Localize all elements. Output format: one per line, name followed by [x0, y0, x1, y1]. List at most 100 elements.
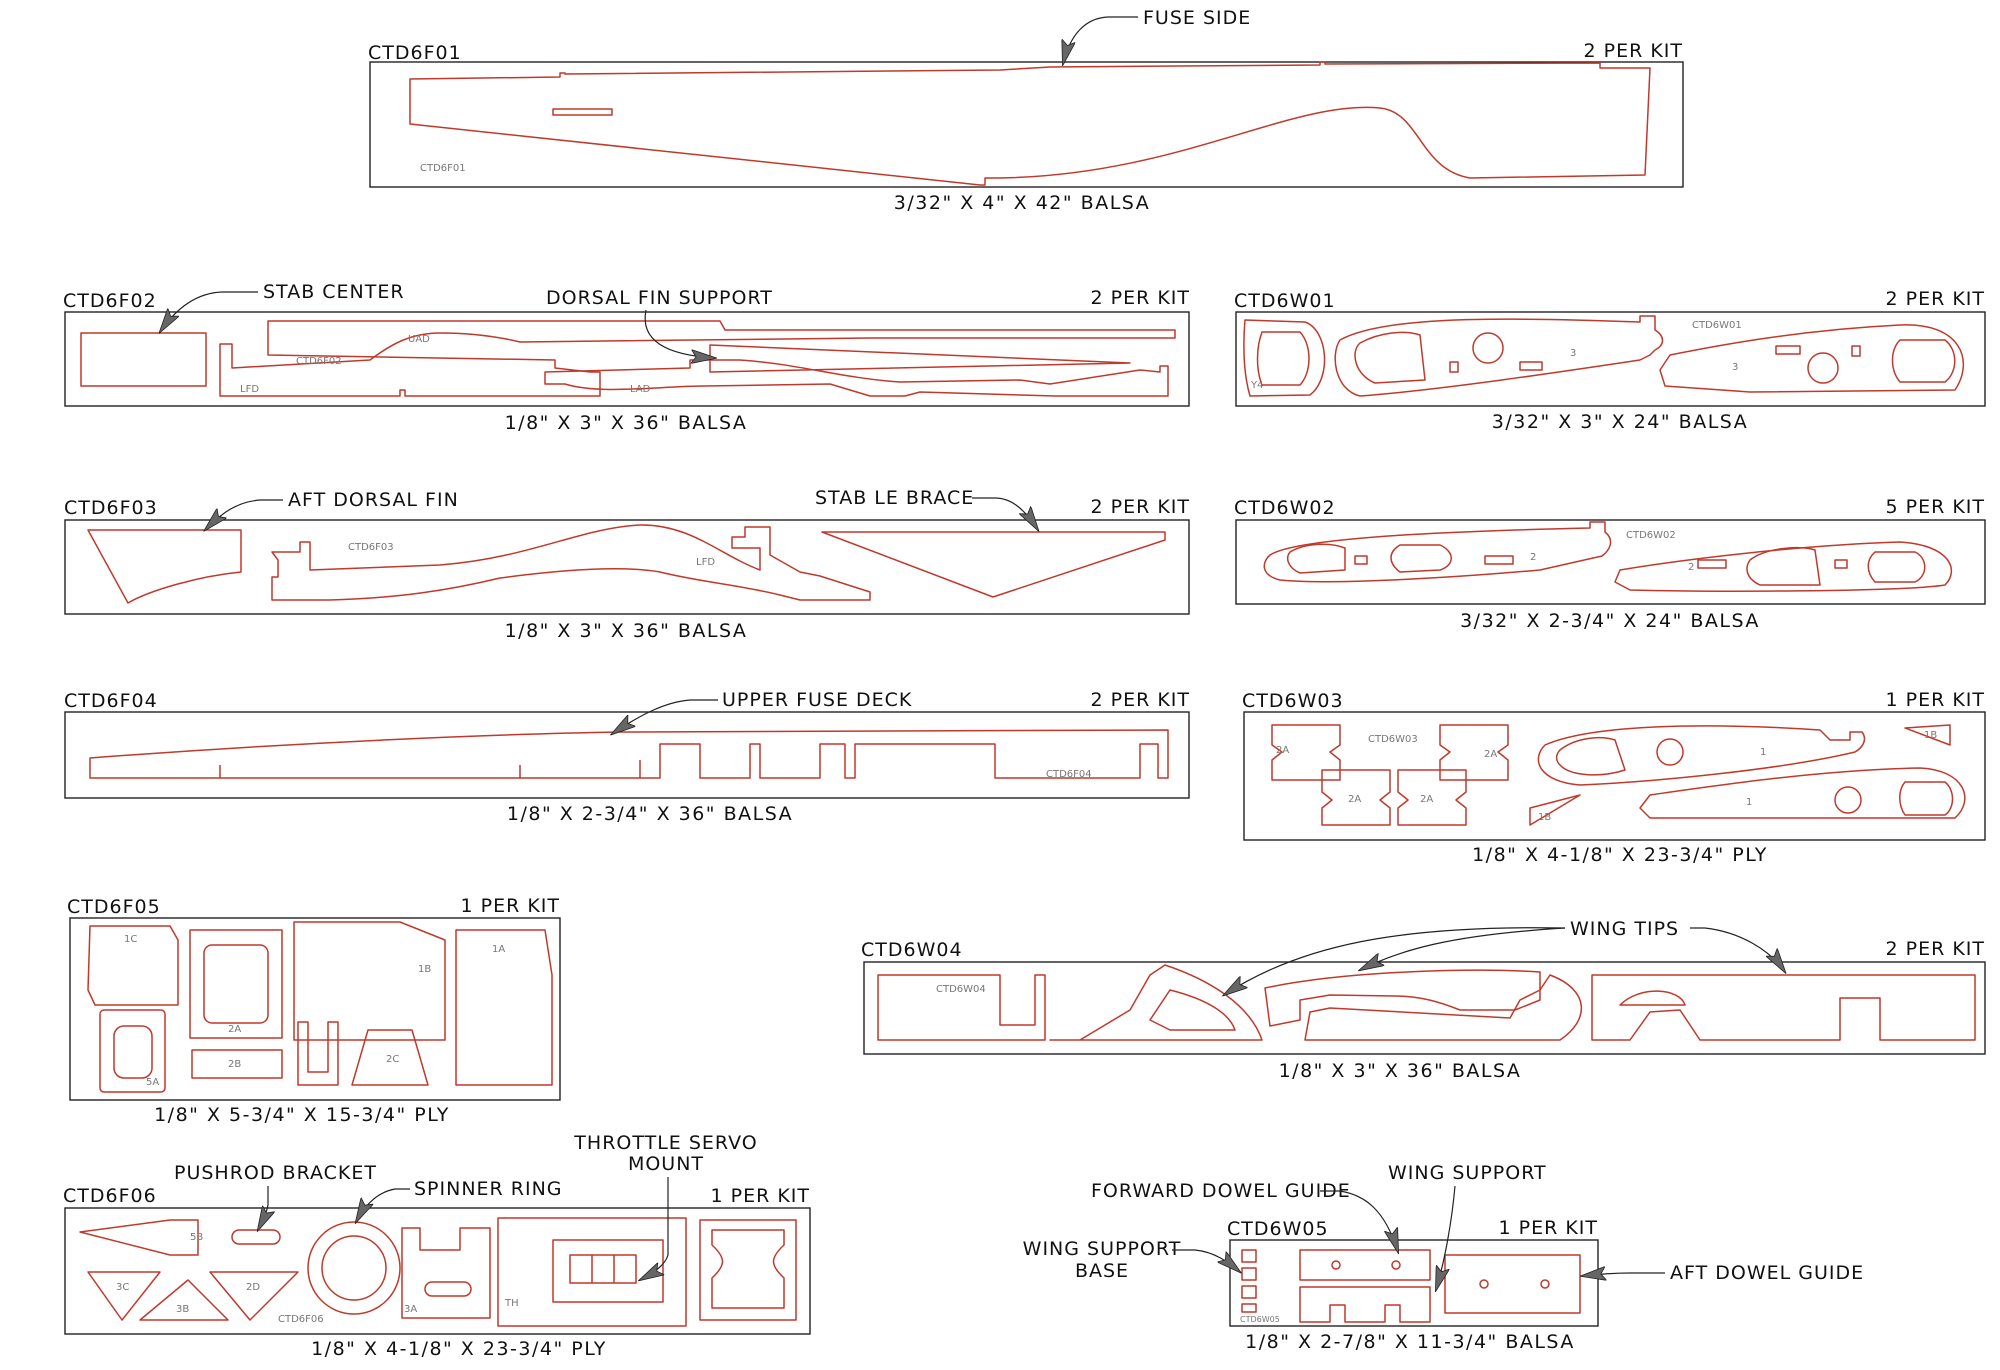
dowel-hole	[1540, 1279, 1550, 1289]
callout-leader	[356, 1188, 410, 1222]
part-label: 2A	[1276, 745, 1289, 756]
part-5a	[99, 1009, 166, 1093]
sheet-id: CTD6F01	[368, 42, 462, 64]
callout-forward-dowel-guide: FORWARD DOWEL GUIDE	[1091, 1180, 1398, 1252]
callout-dorsal-fin-support: DORSAL FIN SUPPORT	[546, 287, 772, 358]
fuse-side-part	[409, 61, 1651, 186]
part-label: 2B	[228, 1059, 241, 1070]
w02-rib-b-hole-1	[1746, 546, 1821, 586]
sheet-frame	[64, 1207, 811, 1335]
w02-rib-a-hole-2	[1390, 544, 1452, 573]
w01-rib-a	[1243, 319, 1326, 397]
w02-slot-1	[1354, 555, 1368, 565]
part-label: CTD6F02	[296, 356, 342, 367]
dorsal-part-lower	[544, 359, 1169, 397]
w03-rib-1a-hole	[1555, 737, 1626, 776]
callout-label: SPINNER RING	[414, 1178, 563, 1200]
w04-tip-b	[1049, 964, 1263, 1041]
sheet-quantity: 2 PER KIT	[1090, 689, 1190, 711]
w03-part-1b-2	[1529, 794, 1581, 826]
part-2d	[209, 1271, 299, 1321]
dowel-hole	[1479, 1279, 1489, 1289]
w01-rib-b-hole	[1354, 331, 1426, 384]
w04-tip-c	[1264, 969, 1541, 1027]
sheet-ctd6w03: CTD6W03 1 PER KIT CTD6W03 2A 2A 2A 2A 1 …	[1242, 689, 1986, 866]
part-2a	[189, 929, 283, 1039]
callout-leader	[972, 497, 1038, 530]
callout-leader	[258, 1186, 268, 1230]
part-label: LAD	[630, 384, 651, 395]
sheet-ctd6f01: CTD6F01 2 PER KIT CTD6F01 3/32" X 4" X 4…	[368, 40, 1684, 214]
sheet-frame	[863, 961, 1986, 1055]
sheet-quantity: 2 PER KIT	[1885, 938, 1985, 960]
sheet-ctd6w02: CTD6W02 5 PER KIT CTD6W02 2 2 3/32" X 2-…	[1234, 496, 1986, 632]
w04-tip-e-hole	[1619, 990, 1686, 1006]
part-label: 2D	[246, 1282, 260, 1293]
w01-rib-b	[1334, 315, 1664, 397]
stab-center-part	[80, 332, 207, 387]
part-label: 2A	[1348, 794, 1361, 805]
sheet-material: 1/8" X 3" X 36" BALSA	[505, 620, 748, 642]
part-1c	[87, 925, 179, 1006]
sheet-id: CTD6F05	[67, 896, 161, 918]
part-label: 2A	[228, 1024, 241, 1035]
part-label: 1	[1746, 797, 1752, 808]
callout-label: BASE	[1075, 1260, 1129, 1282]
dowel-hole	[1391, 1260, 1401, 1270]
sheet-quantity: 1 PER KIT	[1498, 1217, 1598, 1239]
part-2c	[351, 1029, 429, 1086]
spinner-ring-part	[307, 1221, 401, 1315]
sheet-ctd6f04: CTD6F04 2 PER KIT CTD6F04 1/8" X 2-3/4" …	[64, 689, 1190, 825]
sheet-id: CTD6F04	[64, 690, 158, 712]
sheet-material: 1/8" X 3" X 36" BALSA	[1279, 1060, 1522, 1082]
sheet-quantity: 1 PER KIT	[1885, 689, 1985, 711]
w01-spar-slot	[1519, 361, 1543, 371]
w04-tip-b-hole	[1149, 989, 1236, 1031]
sheet-ctd6f06: CTD6F06 1 PER KIT 5B 3C 3B 2D CTD6F06 3A…	[63, 1185, 811, 1360]
sheet-quantity: 2 PER KIT	[1583, 40, 1683, 62]
w05-base-4	[1241, 1303, 1257, 1313]
w03-part-2a-1	[1271, 724, 1341, 781]
callout-throttle-servo-mount: THROTTLE SERVO MOUNT	[573, 1132, 757, 1280]
part-label: 2	[1530, 552, 1536, 563]
part-label: 2C	[386, 1054, 399, 1065]
part-label: CTD6F01	[420, 163, 466, 174]
part-label: CTD6F04	[1046, 769, 1092, 780]
forward-dowel-guide-part	[1299, 1249, 1431, 1281]
w03-part-2a-2	[1439, 724, 1509, 781]
callout-label: WING TIPS	[1570, 918, 1679, 940]
w03-rib-1a	[1537, 725, 1866, 786]
sheet-ctd6f05: CTD6F05 1 PER KIT 1C 2A 1B 1A 2B 2C 5A 1…	[67, 895, 561, 1126]
part-label: CTD6W01	[1692, 320, 1742, 331]
w02-slot-3	[1697, 559, 1727, 569]
dorsal-part-upper	[219, 320, 1176, 397]
part-label: 1	[1760, 747, 1766, 758]
w01-rib-c	[1659, 324, 1965, 393]
dowel-hole	[1331, 1260, 1341, 1270]
w03-part-1b-1	[1904, 724, 1951, 746]
callout-leader	[612, 699, 718, 734]
part-label: CTD6F03	[348, 542, 394, 553]
sheet-frame	[64, 711, 1190, 799]
w03-part-2a-4	[1397, 769, 1467, 826]
part-label: 1C	[124, 934, 137, 945]
part-2b	[191, 1049, 283, 1079]
sheet-ctd6w04: CTD6W04 2 PER KIT CTD6W04 1/8" X 3" X 36…	[861, 938, 1986, 1082]
callout-aft-dorsal-fin: AFT DORSAL FIN	[205, 489, 458, 530]
w05-base-1	[1241, 1249, 1257, 1263]
sheet-id: CTD6W05	[1227, 1218, 1329, 1240]
w03-rib-1b-hole	[1899, 781, 1954, 816]
part-label: LFD	[240, 384, 259, 395]
part-frame-sq	[699, 1219, 797, 1321]
w01-rib-b-round	[1472, 332, 1504, 364]
part-label: UAD	[408, 334, 430, 345]
servo-dividers	[591, 1255, 615, 1283]
w02-slot-4	[1834, 559, 1848, 569]
part-5b	[79, 1219, 199, 1256]
callout-leader	[1690, 927, 1785, 972]
part-3a	[401, 1227, 491, 1319]
sheet-ctd6f03: CTD6F03 2 PER KIT CTD6F03 LFD 1/8" X 3" …	[64, 496, 1190, 642]
fuse-former-part	[271, 524, 871, 601]
sheet-ctd6w01: CTD6W01 2 PER KIT CTD6W01 3 3 Y4 3/32" X…	[1234, 288, 1986, 433]
sheet-frame	[1235, 311, 1986, 407]
